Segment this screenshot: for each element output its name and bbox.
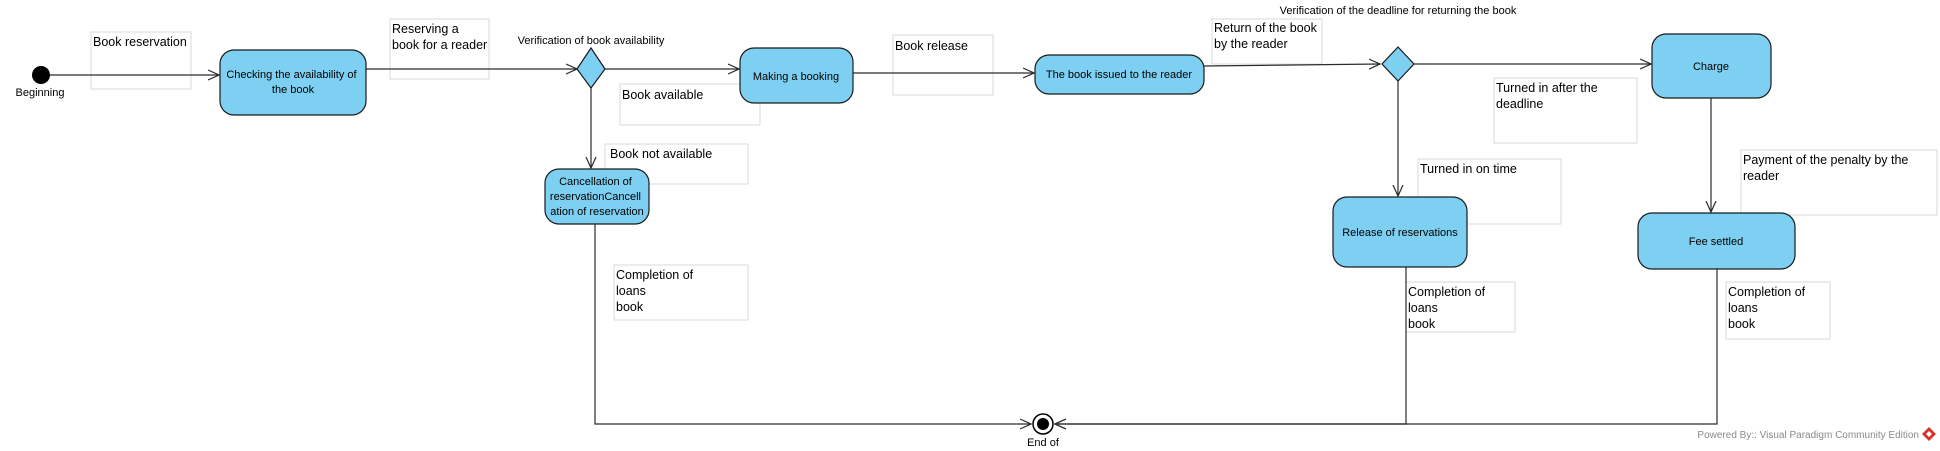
- activity-cancellation: [544, 168, 650, 225]
- note-book-not-available-text: Book not available: [610, 147, 712, 161]
- activity-checking: [219, 49, 367, 116]
- note-return-of-book: [1211, 18, 1323, 65]
- activity-release-reservations: [1332, 196, 1468, 268]
- decision-availability-label: Verification of book availability: [518, 35, 665, 47]
- activity-making-booking: [739, 47, 854, 104]
- decision-availability: [576, 46, 606, 90]
- activity-release-reservations-label: Release of reservations: [1342, 227, 1458, 239]
- initial-node-label: Beginning: [16, 87, 65, 99]
- activity-making-booking-label: Making a booking: [753, 71, 839, 83]
- flow-issued-to-decision2: [1203, 64, 1380, 66]
- initial-node: [32, 66, 50, 84]
- note-reserving-text: Reserving a book for a reader: [392, 22, 487, 52]
- note-completion-3-text: Completion of loans book: [1728, 285, 1809, 331]
- note-turned-in-on-time-text: Turned in on time: [1420, 162, 1517, 176]
- decision-deadline: [1381, 46, 1415, 82]
- activity-charge-label: Charge: [1693, 61, 1729, 73]
- final-node-label: End of: [1027, 437, 1060, 449]
- activity-book-issued-label: The book issued to the reader: [1046, 69, 1192, 81]
- note-return-of-book-text: Return of the book by the reader: [1214, 21, 1320, 51]
- note-turned-in-after: [1493, 77, 1638, 144]
- note-completion-3: [1725, 281, 1831, 340]
- powered-by-footer: Powered By:: Visual Paradigm Community E…: [1697, 430, 1919, 441]
- final-node: [1032, 413, 1054, 435]
- flow-cancellation-to-end: [594, 224, 1031, 424]
- note-completion-1: [613, 264, 749, 321]
- note-completion-2-text: Completion of loans book: [1408, 285, 1489, 331]
- activity-cancellation-label: Cancellation of reservationCancell ation…: [550, 176, 644, 218]
- activity-checking-label: Checking the availability of the book: [226, 69, 359, 96]
- flow-release-to-end: [1055, 267, 1407, 424]
- note-book-reservation: [90, 31, 192, 90]
- note-book-available: [619, 83, 761, 126]
- note-completion-2: [1405, 281, 1516, 333]
- activities: [219, 33, 1796, 270]
- decision-deadline-label: Verification of the deadline for returni…: [1280, 5, 1517, 17]
- note-book-reservation-text: Book reservation: [93, 35, 187, 49]
- note-payment-penalty-text: Payment of the penalty by the reader: [1743, 153, 1912, 183]
- visual-paradigm-logo-icon: [1922, 427, 1936, 441]
- activity-charge: [1651, 33, 1772, 99]
- activity-book-issued: [1034, 54, 1205, 95]
- note-turned-in-after-text: Turned in after the deadline: [1496, 81, 1601, 111]
- activity-fee-settled: [1637, 212, 1796, 270]
- flow-fee-to-end: [1055, 269, 1718, 424]
- note-payment-penalty: [1740, 149, 1938, 216]
- note-book-release: [892, 34, 994, 96]
- note-completion-1-text: Completion of loans book: [616, 268, 697, 314]
- note-book-available-text: Book available: [622, 88, 703, 102]
- flows: [49, 64, 1718, 424]
- activity-fee-settled-label: Fee settled: [1689, 236, 1743, 248]
- note-book-release-text: Book release: [895, 39, 968, 53]
